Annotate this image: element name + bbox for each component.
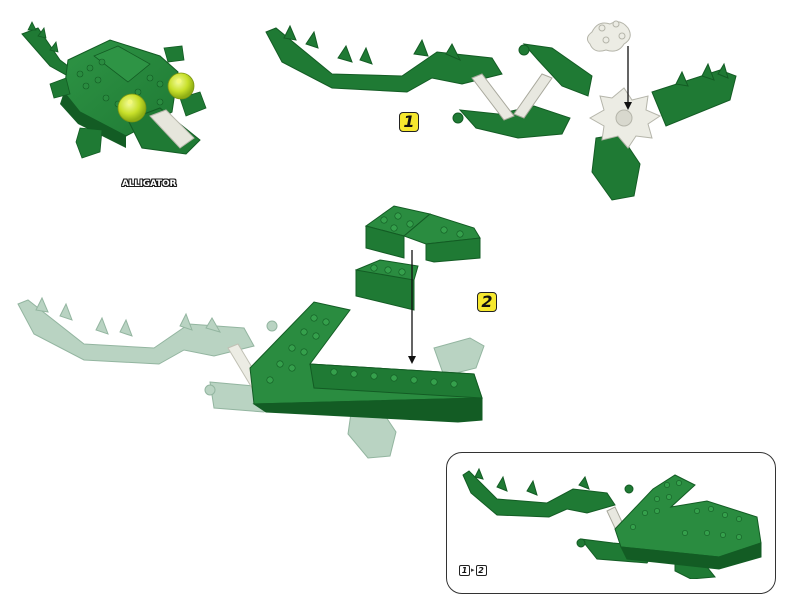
summary-assembly-image [462,467,762,579]
summary-range-separator: ▸ [471,567,475,574]
step-2-badge: 2 [477,292,497,312]
step-1-illustration [265,20,737,201]
step-2-illustration [17,205,485,459]
summary-from-step-badge: 1 [459,565,470,576]
alligator-model-image [21,21,207,159]
summary-to-step-badge: 2 [475,565,487,576]
steps-summary-panel: 1▸2 [446,452,776,594]
summary-step-range: 1▸2 [459,565,487,576]
step-1-badge: 1 [399,112,419,132]
model-name-caption: ALLIGATOR [121,179,177,189]
